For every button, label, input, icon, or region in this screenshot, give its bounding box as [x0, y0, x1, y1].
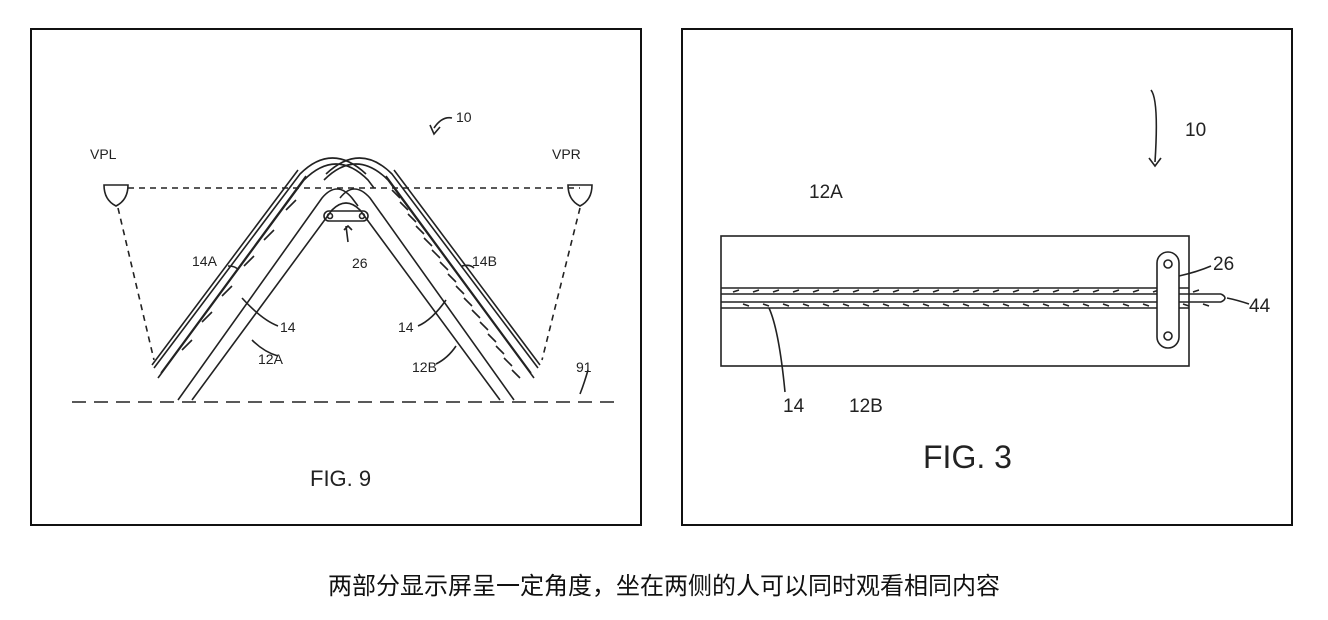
fig3-label-12a: 12A — [809, 182, 843, 203]
fig3-panel: 10 12A 26 44 14 12B FIG. 3 — [681, 28, 1293, 526]
leader-10 — [433, 116, 453, 129]
fig9-title: FIG. 9 — [310, 466, 371, 491]
housing-12a — [177, 188, 359, 401]
fold-44 — [1220, 293, 1226, 303]
fig9-label-14a: 14A — [192, 253, 218, 269]
fig9-label-14b: 14B — [472, 253, 497, 269]
fig3-label-12b: 12B — [849, 396, 883, 417]
fig9-label-vpl: VPL — [90, 146, 117, 162]
hinge-26 — [1156, 251, 1180, 349]
sight-line-right — [541, 207, 581, 361]
leader-26 — [1178, 265, 1212, 277]
fig9-label-12b: 12B — [412, 359, 437, 375]
fig9-drawing: 10 VPL VPR 26 14A 14B 14 14 12A 12B 91 F… — [72, 109, 620, 491]
fig9-label-10: 10 — [456, 109, 472, 125]
fig9-label-14-left: 14 — [280, 319, 296, 335]
leader-14 — [768, 307, 786, 393]
fig3-label-26: 26 — [1213, 254, 1234, 275]
fig3-label-10: 10 — [1185, 120, 1206, 141]
leader-44 — [1226, 297, 1250, 305]
fig3-title: FIG. 3 — [923, 439, 1012, 475]
sight-line-left — [117, 207, 155, 361]
device-body — [720, 235, 1190, 367]
fig3-label-14: 14 — [783, 396, 805, 417]
viewer-right-eye — [567, 184, 593, 207]
fig9-panel: 10 VPL VPR 26 14A 14B 14 14 12A 12B 91 F… — [30, 28, 642, 526]
housing-12b — [339, 188, 515, 401]
fig9-label-14-right: 14 — [398, 319, 414, 335]
fig9-label-91: 91 — [576, 359, 592, 375]
fig3-label-44: 44 — [1249, 296, 1271, 317]
caption: 两部分显示屏呈一定角度，坐在两侧的人可以同时观看相同内容 — [328, 572, 1000, 600]
fig9-label-26: 26 — [352, 255, 368, 271]
fig9-label-vpr: VPR — [552, 146, 581, 162]
fig9-label-12a: 12A — [258, 351, 284, 367]
leader-10 — [1150, 89, 1158, 163]
viewer-left-eye — [103, 184, 129, 207]
fig3-drawing: 10 12A 26 44 14 12B FIG. 3 — [720, 89, 1271, 475]
hinge-26 — [323, 210, 369, 222]
